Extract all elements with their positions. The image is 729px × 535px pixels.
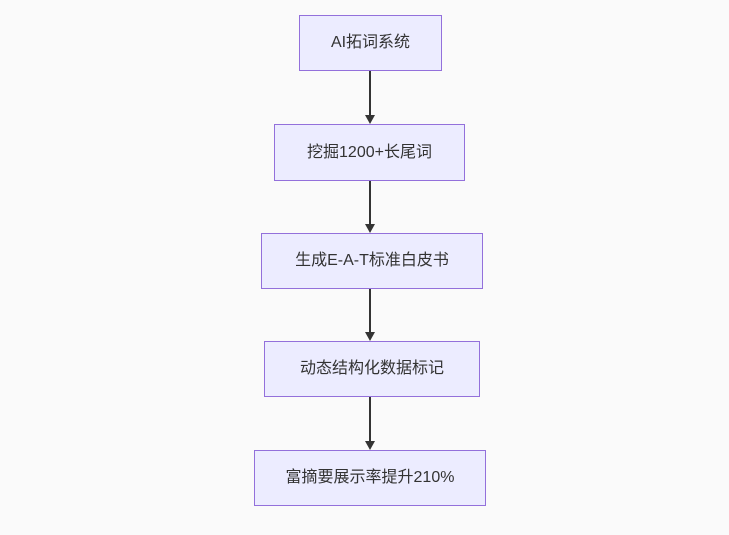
arrow-line — [369, 397, 371, 442]
arrow-line — [369, 71, 371, 116]
flow-node-eat-whitepaper: 生成E-A-T标准白皮书 — [261, 233, 483, 289]
arrow-connector — [362, 289, 378, 341]
arrow-line — [369, 289, 371, 333]
flow-node-structured-data-markup: 动态结构化数据标记 — [264, 341, 480, 397]
flow-node-label: AI拓词系统 — [330, 34, 411, 52]
arrow-line — [369, 181, 371, 225]
arrow-head-icon — [365, 332, 375, 341]
flow-node-longtail-mining: 挖掘1200+长尾词 — [274, 124, 465, 181]
arrow-connector — [362, 397, 378, 450]
arrow-connector — [362, 181, 378, 233]
arrow-head-icon — [365, 115, 375, 124]
flow-node-label: 生成E-A-T标准白皮书 — [295, 252, 449, 270]
arrow-connector — [362, 71, 378, 124]
flow-node-ai-keyword-system: AI拓词系统 — [299, 15, 442, 71]
arrow-head-icon — [365, 441, 375, 450]
flow-node-label: 动态结构化数据标记 — [299, 360, 444, 378]
flow-node-label: 挖掘1200+长尾词 — [307, 143, 432, 161]
flow-node-rich-snippet-result: 富摘要展示率提升210% — [254, 450, 486, 506]
arrow-head-icon — [365, 224, 375, 233]
flow-node-label: 富摘要展示率提升210% — [285, 469, 455, 487]
